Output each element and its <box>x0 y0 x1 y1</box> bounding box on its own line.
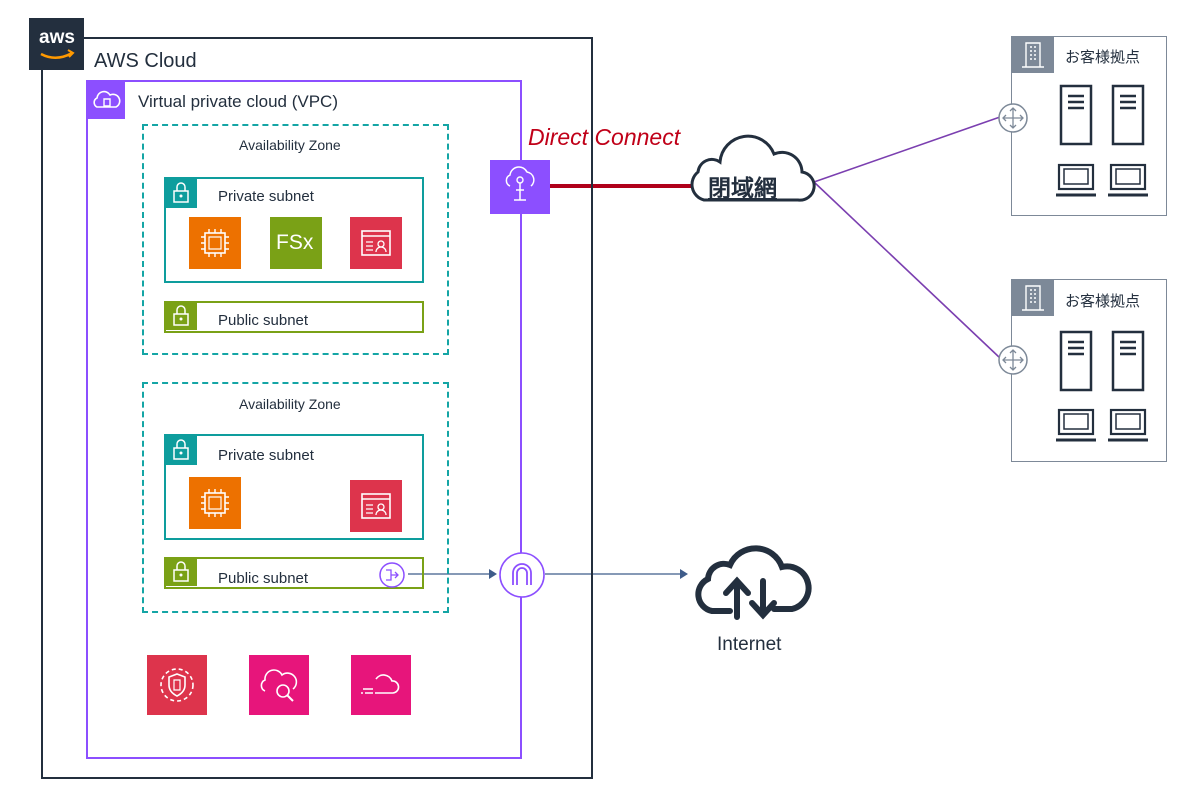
fsx-icon: FSx <box>270 217 322 269</box>
az2-public-subnet-title: Public subnet <box>218 570 309 587</box>
directory-service-icon <box>350 217 402 269</box>
internet-cloud-icon <box>690 537 814 625</box>
server-icon <box>1059 84 1093 146</box>
aws-logo-text: aws <box>39 27 75 48</box>
nat-gateway-icon <box>378 561 406 589</box>
arrowhead <box>680 569 688 579</box>
building-icon <box>1012 280 1054 316</box>
aws-cloud-title: AWS Cloud <box>94 50 197 72</box>
az1-title: Availability Zone <box>239 137 341 153</box>
client-pc-icon <box>1056 408 1096 444</box>
ec2-icon <box>189 217 241 269</box>
building-icon <box>1012 37 1054 73</box>
availability-zone-1 <box>142 124 449 355</box>
vpc-title: Virtual private cloud (VPC) <box>138 92 338 111</box>
arrowhead <box>489 569 497 579</box>
az1-public-subnet-title: Public subnet <box>218 312 309 329</box>
cloud-icon <box>682 132 817 212</box>
aws-cloud-group <box>41 37 593 779</box>
cloudtrail-icon <box>351 655 411 715</box>
server-icon <box>1111 330 1145 392</box>
az1-private-subnet-title: Private subnet <box>218 188 314 205</box>
router-icon <box>997 344 1029 376</box>
security-hub-icon <box>147 655 207 715</box>
aws-smile <box>40 49 75 59</box>
internet-label: Internet <box>717 634 782 655</box>
server-icon <box>1059 330 1093 392</box>
public-subnet-lock-icon <box>165 558 197 586</box>
private-subnet-lock-icon <box>165 178 197 208</box>
aws-logo-icon: aws <box>29 18 84 70</box>
ec2-icon <box>189 477 241 529</box>
direct-connect-gateway-icon <box>490 160 550 214</box>
az2-title: Availability Zone <box>239 396 341 412</box>
az2-private-subnet <box>164 434 424 540</box>
site2-link <box>813 181 1001 359</box>
direct-connect-label: Direct Connect <box>528 124 681 150</box>
vpc-group <box>86 80 522 759</box>
vpc-icon <box>87 81 125 119</box>
server-icon <box>1111 84 1145 146</box>
router-icon <box>997 102 1029 134</box>
private-subnet-lock-icon <box>165 435 197 465</box>
cloudwatch-icon <box>249 655 309 715</box>
availability-zone-2 <box>142 382 449 613</box>
fsx-text: FSx <box>276 231 314 254</box>
internet-gateway-icon <box>498 551 546 599</box>
client-pc-icon <box>1056 163 1096 199</box>
site1-link <box>813 116 1001 183</box>
client-pc-icon <box>1108 408 1148 444</box>
public-subnet-lock-icon <box>165 302 197 330</box>
az1-private-subnet <box>164 177 424 283</box>
client-pc-icon <box>1108 163 1148 199</box>
closed-network-label: 閉域網 <box>708 175 777 201</box>
az2-private-subnet-title: Private subnet <box>218 447 314 464</box>
directory-service-icon <box>350 480 402 532</box>
customer-site-2-title: お客様拠点 <box>1065 293 1141 310</box>
customer-site-1-title: お客様拠点 <box>1065 49 1141 66</box>
